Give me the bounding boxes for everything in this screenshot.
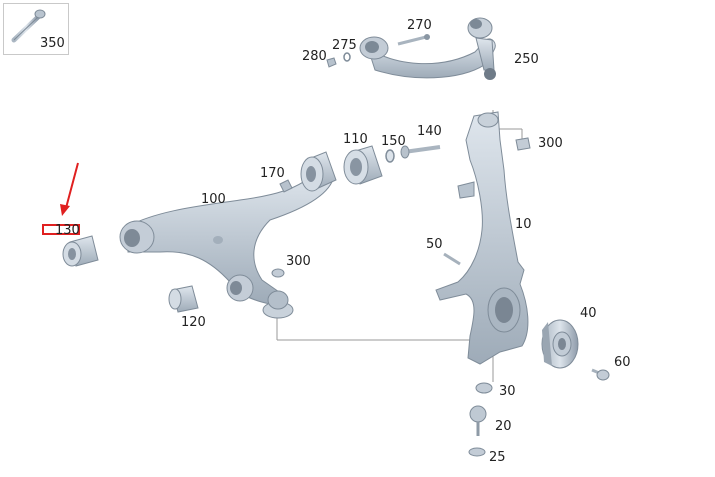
upper-control-arm-250-part[interactable]	[359, 17, 496, 80]
callout-120[interactable]: 120	[181, 315, 206, 330]
nut-25-part[interactable]	[468, 447, 486, 457]
callout-60[interactable]: 60	[614, 355, 631, 370]
ball-joint-lower-arm-part[interactable]	[262, 290, 294, 319]
callout-20[interactable]: 20	[495, 419, 512, 434]
callout-140[interactable]: 140	[417, 124, 442, 139]
bushing-120-part[interactable]	[168, 285, 199, 313]
nut-300-lower-part[interactable]	[271, 268, 285, 278]
callout-30[interactable]: 30	[499, 384, 516, 399]
lower-control-arm-100-part[interactable]	[119, 169, 335, 305]
callout-350[interactable]: 350	[40, 36, 65, 51]
bolt-350-part[interactable]	[11, 9, 46, 43]
ball-joint-20-part[interactable]	[469, 405, 487, 436]
callout-150[interactable]: 150	[381, 134, 406, 149]
nut-170-part[interactable]	[279, 179, 293, 193]
callout-25[interactable]: 25	[489, 450, 506, 465]
callout-275[interactable]: 275	[332, 38, 357, 53]
nut-300-upper-part[interactable]	[515, 137, 531, 151]
nut-280-part[interactable]	[326, 57, 337, 68]
bushing-130-part[interactable]	[62, 235, 99, 267]
nut-30-part[interactable]	[475, 382, 493, 394]
callout-40[interactable]: 40	[580, 306, 597, 321]
callout-170[interactable]: 170	[260, 166, 285, 181]
washer-150-part[interactable]	[385, 149, 395, 163]
highlight-arrow	[60, 162, 79, 216]
bushing-110-part[interactable]	[343, 145, 383, 185]
callout-300-lower[interactable]: 300	[286, 254, 311, 269]
steering-knuckle-10-part[interactable]	[435, 111, 529, 365]
callout-270[interactable]: 270	[407, 18, 432, 33]
bolt-50-part[interactable]	[443, 252, 461, 266]
bolt-60-part[interactable]	[591, 368, 610, 381]
callout-280[interactable]: 280	[302, 49, 327, 64]
callout-110[interactable]: 110	[343, 132, 368, 147]
callout-250[interactable]: 250	[514, 52, 539, 67]
callout-130[interactable]: 130	[55, 223, 80, 238]
bushing-front-100-part[interactable]	[300, 151, 337, 192]
bolt-140-part[interactable]	[400, 145, 441, 159]
wheel-hub-40-part[interactable]	[541, 319, 579, 369]
callout-10[interactable]: 10	[515, 217, 532, 232]
bolt-270-part[interactable]	[397, 34, 430, 46]
highlight-box-130	[42, 224, 80, 235]
callout-50[interactable]: 50	[426, 237, 443, 252]
callout-100[interactable]: 100	[201, 192, 226, 207]
callout-300-upper[interactable]: 300	[538, 136, 563, 151]
washer-275-part[interactable]	[343, 52, 351, 62]
